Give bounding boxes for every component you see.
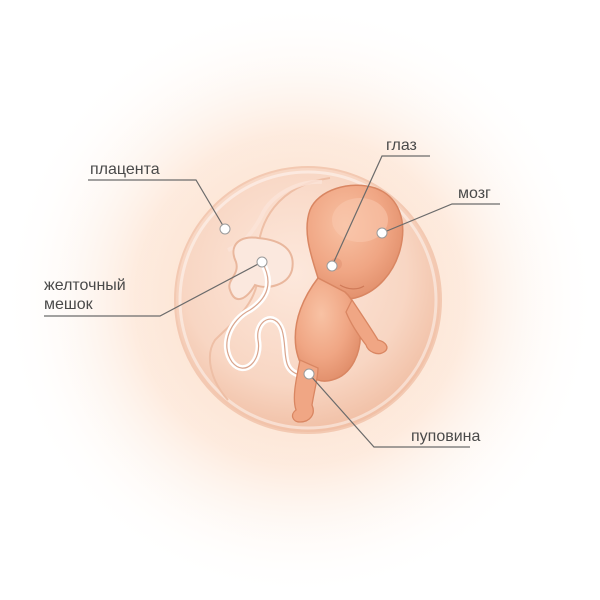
label-yolk-sac: желточный мешок	[44, 276, 126, 314]
leader-lines	[44, 155, 500, 448]
label-eye: глаз	[386, 137, 417, 154]
leader-cord	[308, 373, 470, 448]
marker-brain	[376, 227, 388, 239]
leader-yolk	[44, 261, 263, 317]
placenta-membrane	[208, 177, 331, 401]
embryo	[291, 184, 404, 423]
marker-cord	[303, 368, 315, 380]
leader-eye	[331, 155, 430, 267]
embryo-arm	[345, 298, 388, 355]
leader-brain	[381, 203, 500, 234]
yolk-sac	[228, 236, 294, 300]
marker-yolk	[256, 256, 268, 268]
label-yolk-sac-line2: мешок	[44, 296, 93, 313]
marker-eye	[326, 260, 338, 272]
markers	[219, 223, 388, 380]
leader-placenta	[88, 179, 226, 230]
label-umbilical-cord: пуповина	[411, 428, 481, 445]
label-placenta: плацента	[90, 161, 160, 178]
label-brain: мозг	[458, 185, 491, 202]
marker-placenta	[219, 223, 231, 235]
label-yolk-sac-line1: желточный	[44, 277, 126, 294]
